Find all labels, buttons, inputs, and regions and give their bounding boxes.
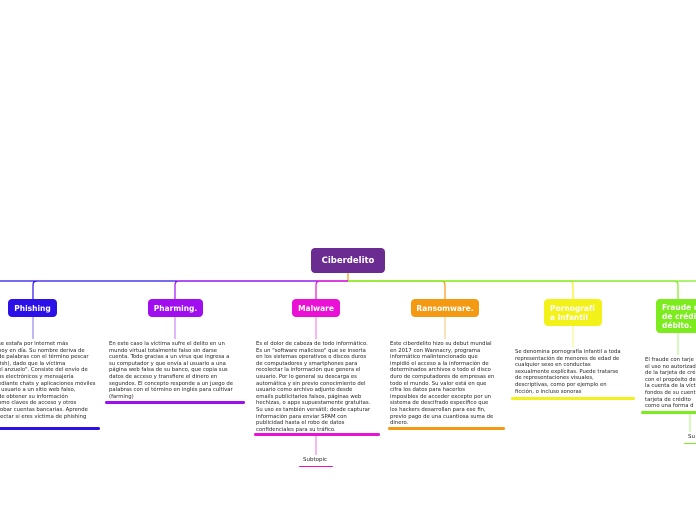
connector-branch-1	[174, 280, 348, 299]
topic-phishing-description: se estafa por internet más hoy en día. S…	[0, 341, 96, 420]
topic-malware-underline	[254, 433, 380, 436]
topic-pharming-description: En este caso la víctima sufre el delito …	[109, 341, 234, 400]
topic-phishing-label: Phishing	[14, 303, 51, 313]
topic-ransomware-underline	[388, 427, 505, 430]
topic-pharming-label: Pharming.	[153, 303, 198, 313]
topic-malware-label: Malware	[298, 303, 334, 313]
topic-pornografia-infantil-description: Se denomina pornografía infantil a toda …	[515, 349, 621, 395]
topic-pornografia-infantil-underline	[511, 397, 635, 400]
subtopic-malware[interactable]: Subtopic	[303, 457, 328, 463]
connector-drop-0	[32, 280, 38, 299]
subtopic-malware-underline	[299, 466, 333, 467]
topic-fraude-tarjetas-label: Fraude c de crédit débito.	[662, 302, 696, 330]
topic-phishing-underline	[0, 427, 100, 430]
connector-branch-2	[315, 280, 348, 299]
central-topic-label: Ciberdelito	[321, 255, 375, 266]
connector-branch-3	[348, 280, 446, 299]
topic-fraude-tarjetas[interactable]: Fraude c de crédit débito.	[656, 299, 696, 333]
topic-pornografia-infantil[interactable]: Pornografí a infantil	[544, 299, 602, 326]
topic-ransomware[interactable]: Ransomware.	[411, 299, 479, 317]
topic-phishing[interactable]: Phishing	[8, 299, 57, 317]
topic-malware[interactable]: Malware	[292, 299, 340, 317]
topic-pornografia-infantil-label: Pornografí a infantil	[550, 303, 595, 322]
topic-ransomware-label: Ransomware.	[416, 303, 474, 313]
topic-malware-description: Es el dolor de cabeza de todo informátic…	[256, 341, 371, 433]
topic-pharming[interactable]: Pharming.	[148, 299, 203, 317]
topic-ransomware-description: Este ciberdelito hizo su debut mundial e…	[390, 341, 495, 427]
topic-fraude-tarjetas-underline	[641, 411, 696, 414]
topic-pharming-underline	[105, 401, 245, 404]
subtopic-fraude-tarjetas-underline	[684, 443, 696, 444]
connector-branch-4	[348, 280, 574, 299]
central-topic-ciberdelito[interactable]: Ciberdelito	[311, 248, 385, 273]
connector-branch-5	[348, 280, 679, 299]
subtopic-fraude-tarjetas[interactable]: Su	[688, 434, 695, 440]
topic-fraude-tarjetas-description: El fraude con tarje el uso no autorizad …	[645, 357, 696, 410]
